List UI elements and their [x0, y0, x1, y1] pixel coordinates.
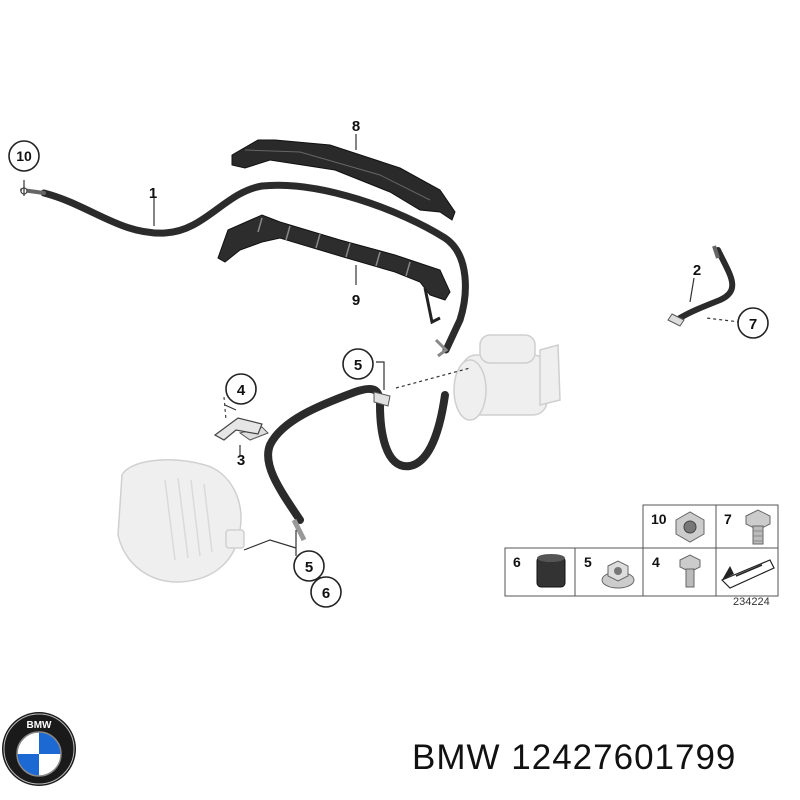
callout-3: 3	[237, 452, 245, 469]
legend-label-4: 4	[652, 554, 660, 570]
cover-part-8	[231, 139, 456, 221]
callout-1: 1	[149, 185, 157, 202]
legend-label-10: 10	[651, 511, 667, 527]
callout-7-circle	[737, 307, 769, 339]
legend-label-7: 7	[724, 511, 732, 527]
legend-label-6: 6	[513, 554, 521, 570]
alternator	[117, 459, 245, 583]
callouts: 1 8 9 2 3 10 7 5 4 5 6	[8, 118, 769, 608]
callout-4: 4	[237, 382, 246, 399]
callout-6-circle	[310, 576, 342, 608]
part-number: 12427601799	[511, 738, 737, 777]
callout-10: 10	[16, 148, 32, 164]
ground-cable-part-2	[667, 245, 736, 327]
callout-8: 8	[352, 118, 360, 135]
callout-7: 7	[749, 316, 757, 333]
fastener-legend: 10 7 6 5 4	[504, 504, 779, 597]
diagram-ref-code: 234224	[733, 596, 770, 608]
callout-5b-circle	[293, 550, 325, 582]
brand-name: BMW	[412, 738, 501, 777]
screw-4-icon	[679, 554, 701, 588]
bolt-7-icon	[745, 509, 771, 545]
callout-5b: 5	[305, 559, 313, 576]
bracket-part-3	[213, 396, 263, 441]
footer-part-label: BMW 12427601799	[412, 738, 736, 778]
callout-6: 6	[322, 585, 330, 602]
starter-cable	[238, 384, 449, 542]
nut-10-icon	[675, 511, 705, 543]
bmw-logo: BMW	[2, 712, 76, 786]
nut-5-icon	[601, 560, 635, 589]
callout-5a: 5	[354, 357, 362, 374]
callout-4-circle	[225, 373, 257, 405]
cap-6-icon	[536, 554, 566, 588]
bmw-logo-letters: BMW	[27, 720, 53, 731]
callout-5a-circle	[342, 348, 374, 380]
holder-part-9	[217, 214, 451, 325]
direction-arrow-icon	[720, 559, 775, 589]
callout-9: 9	[352, 292, 360, 309]
starter-motor	[453, 334, 561, 421]
callout-10-circle	[8, 140, 40, 172]
callout-2: 2	[693, 262, 701, 279]
leader-lines	[23, 134, 741, 579]
legend-label-5: 5	[584, 554, 592, 570]
